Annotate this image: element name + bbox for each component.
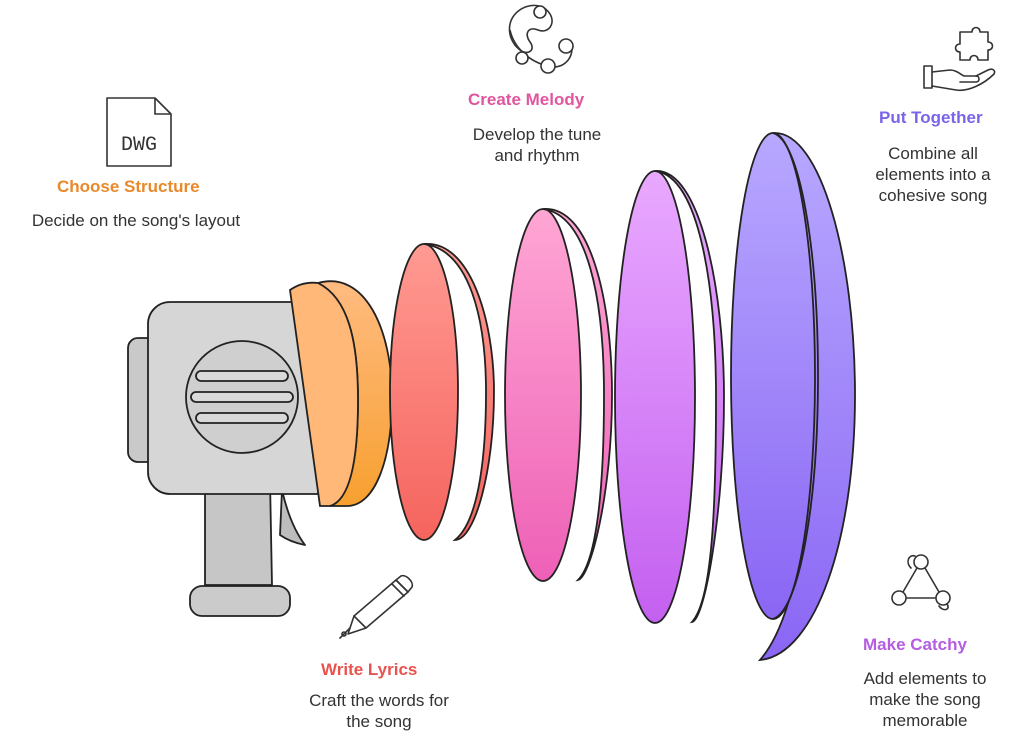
put-together-title: Put Together [879,108,983,127]
ring-lyrics [389,243,495,541]
create-melody-desc: Develop the tune and rhythm [472,125,602,165]
create-melody-title: Create Melody [468,90,585,109]
network-icon [891,554,951,611]
svg-text:DWG: DWG [121,134,157,157]
dwg-file-icon: DWG [106,97,172,167]
write-lyrics-title: Write Lyrics [321,660,418,679]
speaker-grill [185,340,299,454]
put-together-desc: Combine all elements into a cohesive son… [875,144,991,205]
pen-icon [339,574,414,639]
tambourine-icon [508,4,574,74]
ring-catchy [614,170,725,624]
ring-together [730,132,856,662]
puzzle-hand-icon [923,26,996,92]
make-catchy-title: Make Catchy [863,635,967,654]
ring-structure [289,280,393,507]
make-catchy-desc: Add elements to make the song memorable [863,669,987,730]
choose-structure-desc: Decide on the song's layout [31,211,241,230]
choose-structure-title: Choose Structure [57,177,200,196]
ring-melody [504,208,613,582]
write-lyrics-desc: Craft the words for the song [309,691,449,731]
